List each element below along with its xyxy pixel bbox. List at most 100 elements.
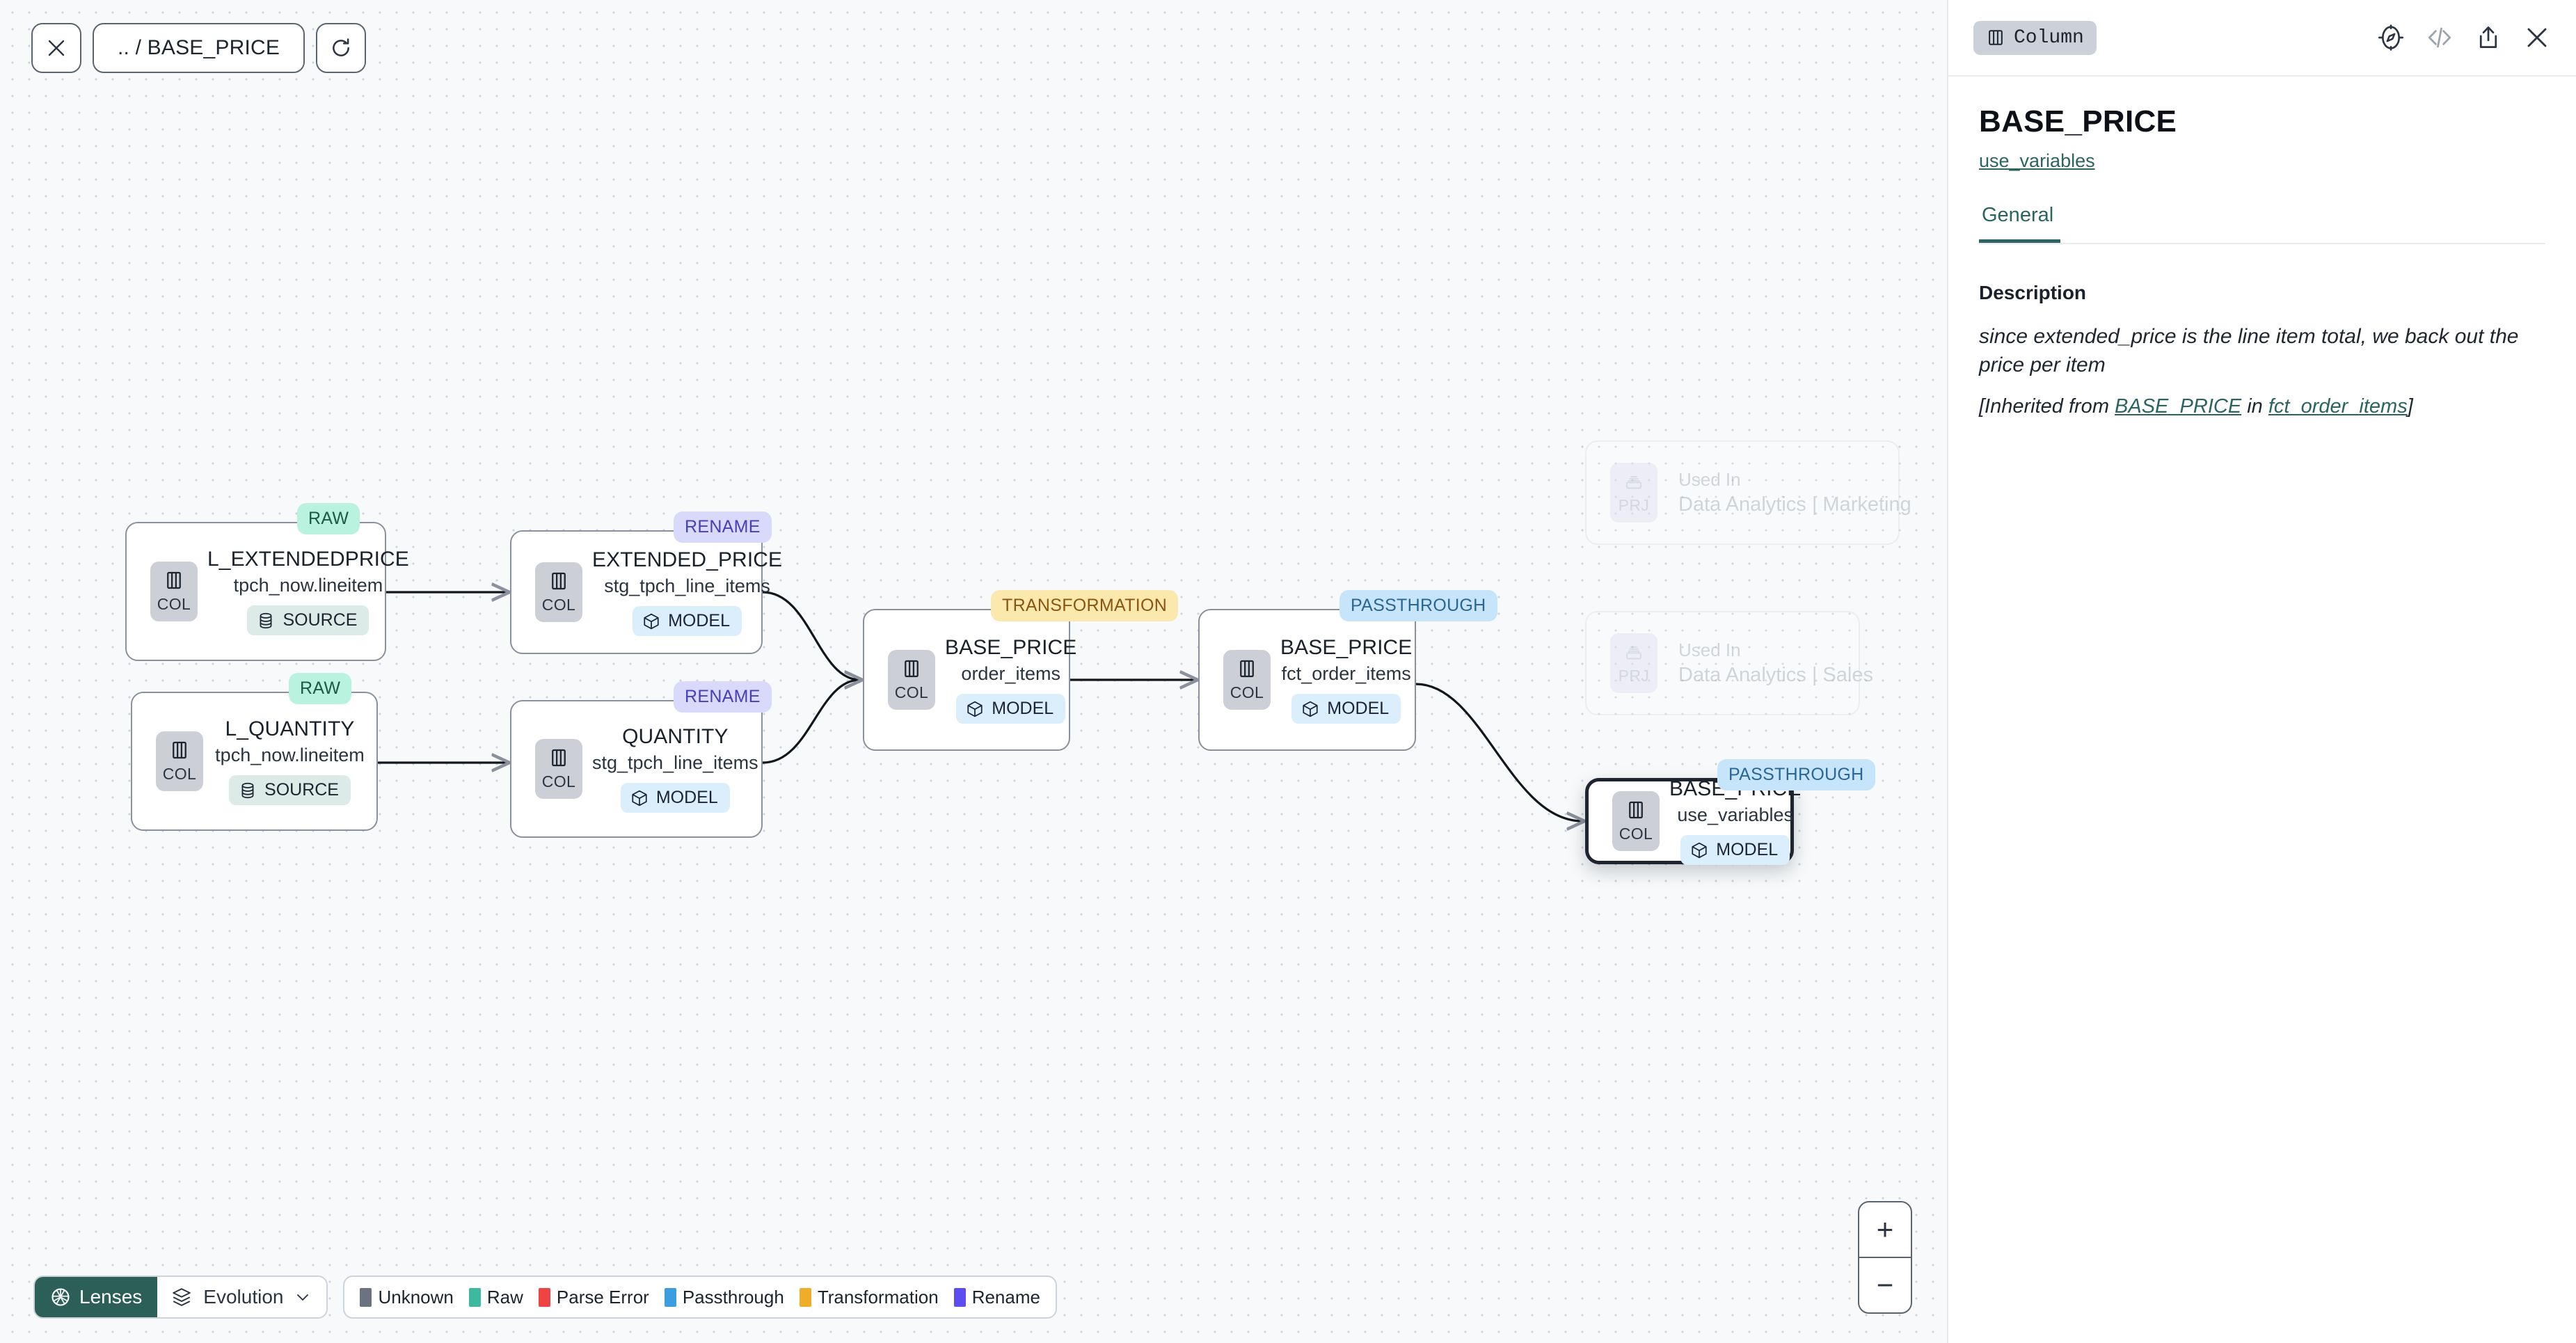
details-panel: Column (1947, 0, 2576, 1343)
inherited-column-link[interactable]: BASE_PRICE (2115, 395, 2242, 418)
inherited-mid: in (2241, 395, 2268, 418)
node-subtitle: stg_tpch_line_items (592, 752, 758, 773)
node-badge-label: MODEL (992, 699, 1054, 718)
legend-swatch (664, 1287, 676, 1307)
node-badge-label: MODEL (1327, 699, 1390, 718)
zoom-divider (1859, 1257, 1911, 1258)
refresh-icon (333, 38, 350, 56)
prj-icon-wrap: PRJ (1610, 463, 1657, 523)
legend-item-rename[interactable]: Rename (953, 1286, 1040, 1308)
breadcrumb-label: .. / BASE_PRICE (118, 36, 280, 59)
panel-tabs: General (1979, 204, 2545, 244)
node-badge-model: MODEL (1680, 835, 1790, 865)
node-title: BASE_PRICE (945, 636, 1077, 659)
col-icon-wrap: COL (535, 562, 582, 622)
prj-icon-wrap: PRJ (1610, 633, 1657, 693)
node-kind-tag-raw: RAW (297, 503, 360, 534)
node-badge-label: MODEL (668, 611, 731, 630)
legend-label: Transformation (817, 1286, 939, 1308)
node-badge-label: SOURCE (283, 610, 358, 630)
legend-swatch (360, 1287, 372, 1307)
node-kind-tag-rename: RENAME (674, 681, 772, 713)
legend: Unknown Raw Parse Error Passthrough Transfor… (343, 1276, 1057, 1319)
node-badge-model: MODEL (620, 783, 730, 813)
lenses-label: Lenses (79, 1286, 143, 1308)
cube-icon (1303, 701, 1318, 717)
explore-icon[interactable] (2376, 22, 2406, 53)
lenses-toolbar: Lenses Evolution Unknown Raw Parse Error Pa… (33, 1276, 1057, 1319)
node-subtitle: tpch_now.lineitem (215, 745, 365, 765)
node-kind-tag-raw: RAW (289, 673, 352, 704)
col-icon-wrap: COL (888, 650, 935, 710)
cube-icon (1692, 842, 1707, 858)
node-badge-source: SOURCE (229, 775, 351, 805)
node-subtitle: tpch_now.lineitem (233, 575, 383, 596)
node-kind-tag-passthrough: PASSTHROUGH (1339, 590, 1497, 621)
lineage-canvas[interactable]: .. / BASE_PRICE COL L_EXTENDEDPRICE tpch_n… (0, 0, 1947, 1343)
node-subtitle: fct_order_items (1281, 663, 1411, 684)
col-icon-wrap: COL (1223, 650, 1271, 710)
node-badge-model: MODEL (633, 606, 742, 636)
legend-item-passthrough[interactable]: Passthrough (664, 1287, 784, 1308)
ghost-used-label: Used In (1678, 639, 1741, 660)
zoom-out-button[interactable]: − (1876, 1269, 1894, 1301)
tab-general[interactable]: General (1979, 204, 2061, 243)
code-icon[interactable] (2424, 22, 2455, 53)
panel-header: Column (1948, 0, 2576, 77)
inherited-prefix: [Inherited from (1979, 395, 2115, 418)
legend-item-transformation[interactable]: Transformation (799, 1286, 939, 1308)
zoom-in-button[interactable]: + (1876, 1213, 1894, 1246)
legend-item-parse-error[interactable]: Parse Error (538, 1287, 649, 1308)
model-link[interactable]: use_variables (1979, 150, 2095, 171)
close-icon[interactable] (2522, 22, 2552, 53)
node-icon-label: COL (1619, 825, 1653, 843)
column-icon (1989, 30, 2003, 45)
node-subtitle: stg_tpch_line_items (604, 575, 770, 596)
node-badge-source: SOURCE (247, 605, 369, 635)
node-kind-tag-passthrough: PASSTHROUGH (1717, 759, 1875, 790)
node-badge-label: MODEL (655, 788, 718, 807)
legend-item-unknown[interactable]: Unknown (360, 1287, 454, 1308)
lenses-button[interactable]: Lenses (35, 1277, 158, 1317)
chevron-down-icon (297, 1294, 309, 1301)
node-title: L_EXTENDEDPRICE (207, 548, 409, 571)
legend-label: Rename (971, 1286, 1040, 1308)
page-title: BASE_PRICE (1979, 104, 2177, 138)
node-title: BASE_PRICE (1280, 636, 1413, 659)
node-badge-model: MODEL (956, 694, 1066, 724)
share-icon[interactable] (2473, 22, 2504, 53)
legend-swatch (538, 1287, 550, 1307)
legend-item-raw[interactable]: Raw (468, 1287, 523, 1308)
ghost-icon-label: PRJ (1618, 667, 1650, 685)
description-text: since extended_price is the line item to… (1979, 325, 2519, 377)
breadcrumb[interactable]: .. / BASE_PRICE (93, 23, 305, 73)
ghost-used-label: Used In (1678, 469, 1741, 490)
node-icon-label: COL (162, 765, 197, 783)
close-button[interactable] (31, 23, 81, 73)
col-icon-wrap: COL (1612, 791, 1660, 851)
inherited-model-link[interactable]: fct_order_items (2268, 395, 2408, 418)
node-icon-label: COL (1230, 683, 1264, 701)
database-icon (260, 612, 272, 628)
cube-icon (632, 790, 647, 806)
col-icon-wrap: COL (535, 739, 582, 799)
panel-body: BASE_PRICE use_variables General Descrip… (1948, 77, 2576, 418)
evolution-dropdown[interactable]: Evolution (157, 1277, 327, 1317)
zoom-controls: + − (1858, 1201, 1912, 1314)
node-badge-label: SOURCE (264, 780, 339, 800)
refresh-button[interactable] (316, 23, 367, 73)
